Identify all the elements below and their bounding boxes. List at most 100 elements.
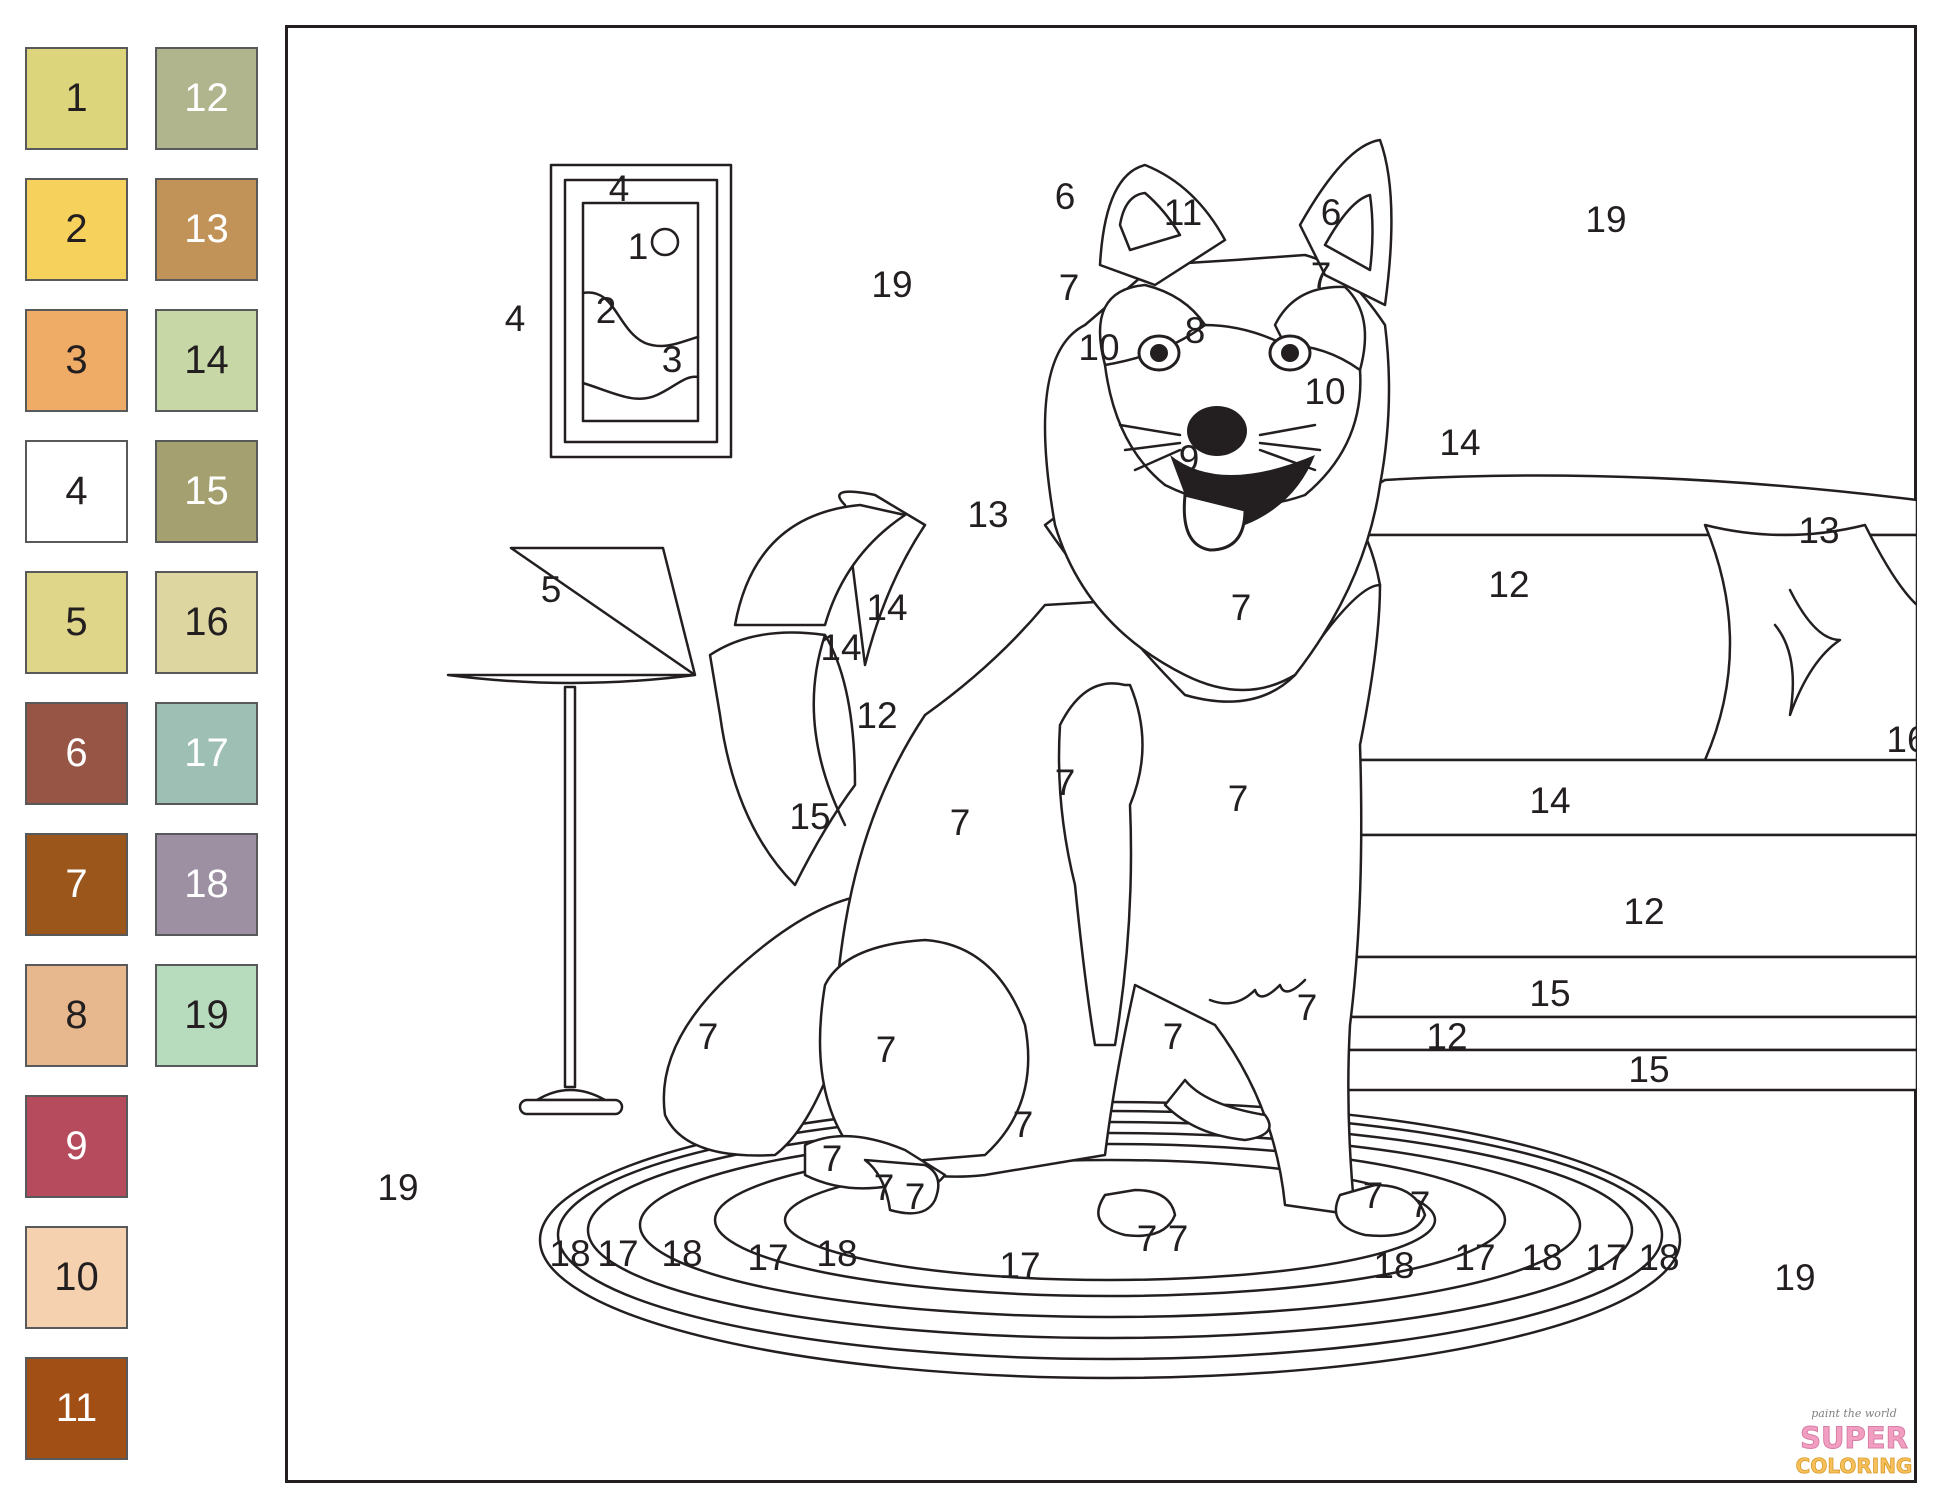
dog-ear-right-inner[interactable] (1323, 193, 1374, 272)
color-swatch-12[interactable]: 12 (155, 47, 258, 150)
dog-fur-tuft (1208, 978, 1307, 1005)
num-right-paw-1: 7 (1363, 1175, 1384, 1216)
logo-tagline: paint the world (1811, 1407, 1897, 1420)
color-swatch-3[interactable]: 3 (25, 309, 128, 412)
dog-tail[interactable] (662, 893, 867, 1157)
num-sofa-back: 12 (1488, 564, 1529, 605)
swatch-number: 16 (184, 600, 229, 644)
num-wall-right-top: 19 (1585, 199, 1626, 240)
color-swatch-17[interactable]: 17 (155, 702, 258, 805)
sofa-back-top[interactable] (1283, 474, 1917, 537)
num-sofa-edge: 16 (1886, 719, 1917, 760)
num-cushion-left: 13 (967, 494, 1008, 535)
num-rug-r1: 18 (549, 1233, 590, 1274)
color-swatch-19[interactable]: 19 (155, 964, 258, 1067)
swatch-number: 3 (65, 338, 88, 382)
num-arm-top-1: 14 (866, 587, 907, 628)
num-tongue: 9 (1179, 438, 1200, 479)
sofa-cushion-right[interactable] (1703, 523, 1917, 768)
color-swatch-10[interactable]: 10 (25, 1226, 128, 1329)
swatch-number: 2 (65, 207, 88, 251)
num-rug-r6: 18 (1373, 1245, 1414, 1286)
lamp-base[interactable] (518, 1098, 624, 1116)
swatch-number: 7 (65, 862, 88, 906)
swatch-number: 5 (65, 600, 88, 644)
num-painting-ground: 3 (662, 339, 683, 380)
num-ear-right: 6 (1321, 192, 1342, 233)
num-rug-r5: 18 (816, 1233, 857, 1274)
dog-front-paw-left[interactable] (1097, 1188, 1177, 1238)
color-swatch-5[interactable]: 5 (25, 571, 128, 674)
color-swatch-16[interactable]: 16 (155, 571, 258, 674)
num-rug-r10: 18 (1638, 1237, 1679, 1278)
num-rug-r8: 18 (1521, 1237, 1562, 1278)
dog-ear-left-inner[interactable] (1118, 191, 1182, 252)
sofa-stripe-3[interactable] (1283, 1048, 1917, 1092)
sofa-arm-top[interactable] (733, 503, 907, 627)
num-frame-top: 4 (609, 168, 630, 209)
swatch-number: 11 (55, 1386, 98, 1430)
dog-hind-toes[interactable] (863, 1158, 940, 1215)
num-rug-r3: 18 (661, 1233, 702, 1274)
sofa-seat-front[interactable] (1283, 833, 1917, 959)
num-front-toe-1: 7 (1137, 1218, 1158, 1259)
sofa-arm-face[interactable] (708, 631, 857, 887)
lamp-shade[interactable] (446, 546, 697, 685)
num-floor-right: 19 (1774, 1257, 1815, 1298)
num-rug-center: 17 (999, 1245, 1040, 1286)
num-arm-side: 15 (789, 796, 830, 837)
color-swatch-11[interactable]: 11 (25, 1357, 128, 1460)
dog-pupil-left (1150, 344, 1168, 362)
num-hind-toe-2: 7 (905, 1176, 926, 1217)
num-painting-hill: 2 (596, 290, 617, 331)
num-stripe-1: 15 (1529, 973, 1570, 1014)
color-swatch-1[interactable]: 1 (25, 47, 128, 150)
dog-whiskers (1118, 423, 1322, 472)
num-hind-paw: 7 (822, 1138, 843, 1179)
swatch-number: 15 (184, 469, 229, 513)
num-leg-upper: 7 (1055, 762, 1076, 803)
color-swatch-2[interactable]: 2 (25, 178, 128, 281)
num-rug-r2: 17 (597, 1233, 638, 1274)
num-front-toe-2: 7 (1168, 1218, 1189, 1259)
color-swatch-7[interactable]: 7 (25, 833, 128, 936)
num-cheek-left: 10 (1078, 327, 1119, 368)
color-swatch-13[interactable]: 13 (155, 178, 258, 281)
sofa-stripe-1[interactable] (1283, 955, 1917, 1019)
logo-super: SUPER (1800, 1421, 1908, 1455)
wall-painting (549, 163, 733, 459)
num-hind-toe-1: 7 (874, 1167, 895, 1208)
color-swatch-15[interactable]: 15 (155, 440, 258, 543)
dog-front-leg-left[interactable] (1057, 682, 1144, 1047)
dog-haunch[interactable] (818, 938, 1030, 1167)
dog-back-paw[interactable] (1163, 1078, 1271, 1142)
num-tail: 7 (698, 1016, 719, 1057)
num-hind-lower: 7 (1013, 1104, 1034, 1145)
color-swatch-6[interactable]: 6 (25, 702, 128, 805)
num-arm-top-2: 14 (820, 627, 861, 668)
swatch-number: 1 (65, 76, 88, 120)
num-lamp-shade: 5 (541, 569, 562, 610)
swatch-number: 19 (184, 993, 229, 1037)
num-stripe-2: 12 (1426, 1016, 1467, 1057)
num-rug-r7: 17 (1454, 1237, 1495, 1278)
color-swatch-8[interactable]: 8 (25, 964, 128, 1067)
num-haunch: 7 (876, 1029, 897, 1070)
color-swatch-18[interactable]: 18 (155, 833, 258, 936)
color-swatch-4[interactable]: 4 (25, 440, 128, 543)
swatch-number: 9 (65, 1124, 88, 1168)
color-swatch-14[interactable]: 14 (155, 309, 258, 412)
dog-front-paw-right[interactable] (1334, 1183, 1427, 1237)
painting-sun[interactable] (650, 227, 680, 257)
color-swatch-9[interactable]: 9 (25, 1095, 128, 1198)
painting-hill-line (581, 291, 700, 348)
lamp-pole[interactable] (563, 685, 577, 1089)
dog-tongue[interactable] (1182, 493, 1247, 552)
num-chest: 7 (1231, 587, 1252, 628)
coloring-picture: 4 4 1 2 3 5 19 19 19 19 6 6 11 7 7 8 10 … (285, 25, 1917, 1483)
sofa-stripe-2[interactable] (1283, 1015, 1917, 1052)
cushion-seam (1773, 588, 1842, 717)
sofa-seat-top[interactable] (1283, 758, 1917, 837)
swatch-number: 13 (184, 207, 229, 251)
